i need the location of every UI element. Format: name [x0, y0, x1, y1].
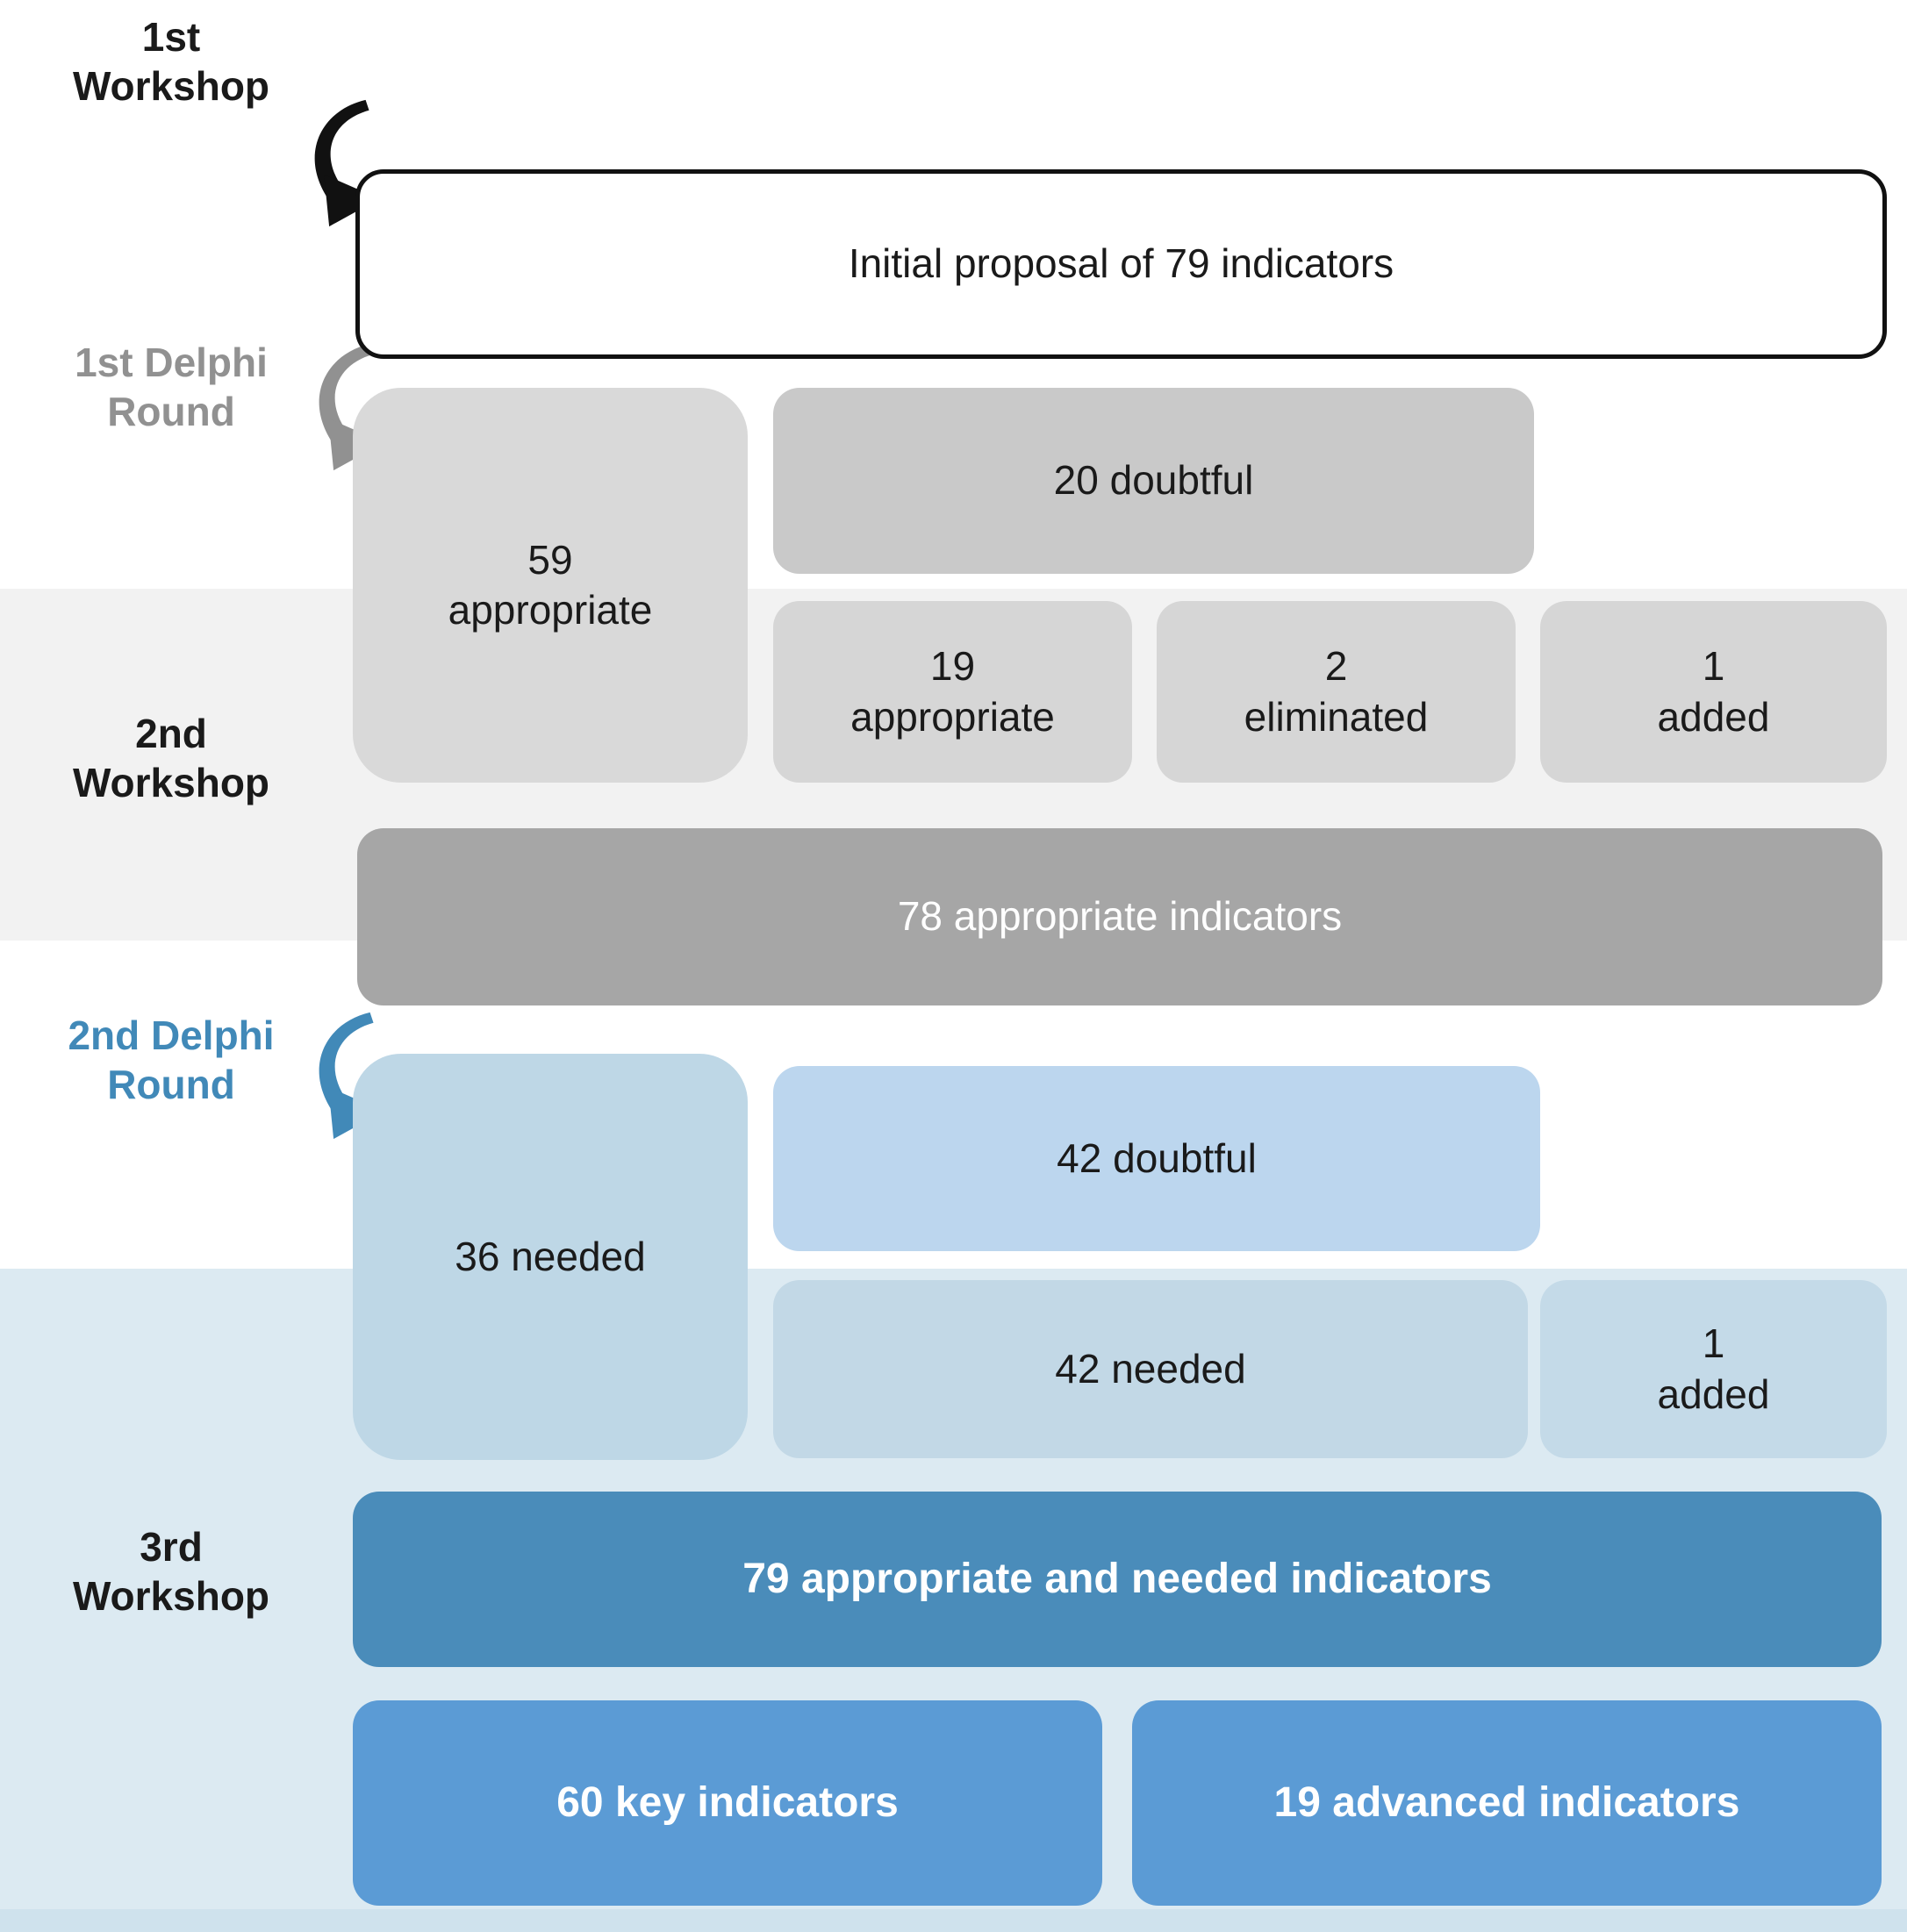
band-bottom-strip — [0, 1909, 1907, 1932]
box-79-appropriate-and-needed: 79 appropriate and needed indicators — [353, 1492, 1882, 1667]
stage-label-2nd-delphi-round: 2nd Delphi Round — [68, 1013, 275, 1108]
box-1-added-round2: 1 added — [1540, 1280, 1887, 1458]
box-42-doubtful: 42 doubtful — [773, 1066, 1540, 1251]
box-20-doubtful: 20 doubtful — [773, 388, 1534, 574]
box-78-appropriate-indicators: 78 appropriate indicators — [357, 828, 1882, 1005]
stage-label-2nd-workshop: 2nd Workshop — [72, 711, 270, 806]
box-59-appropriate: 59 appropriate — [353, 388, 748, 783]
stage-label-3rd-workshop: 3rd Workshop — [72, 1524, 270, 1620]
box-19-advanced-indicators: 19 advanced indicators — [1132, 1700, 1882, 1906]
box-1-added-round1: 1 added — [1540, 601, 1887, 783]
curved-arrow-black-icon — [314, 99, 380, 227]
stage-label-1st-delphi-round: 1st Delphi Round — [75, 340, 268, 435]
box-2-eliminated: 2 eliminated — [1157, 601, 1516, 783]
box-initial-proposal: Initial proposal of 79 indicators — [355, 169, 1887, 359]
box-60-key-indicators: 60 key indicators — [353, 1700, 1102, 1906]
box-19-appropriate: 19 appropriate — [773, 601, 1132, 783]
box-42-needed: 42 needed — [773, 1280, 1528, 1458]
stage-label-1st-workshop: 1st Workshop — [72, 14, 270, 110]
box-36-needed: 36 needed — [353, 1054, 748, 1460]
